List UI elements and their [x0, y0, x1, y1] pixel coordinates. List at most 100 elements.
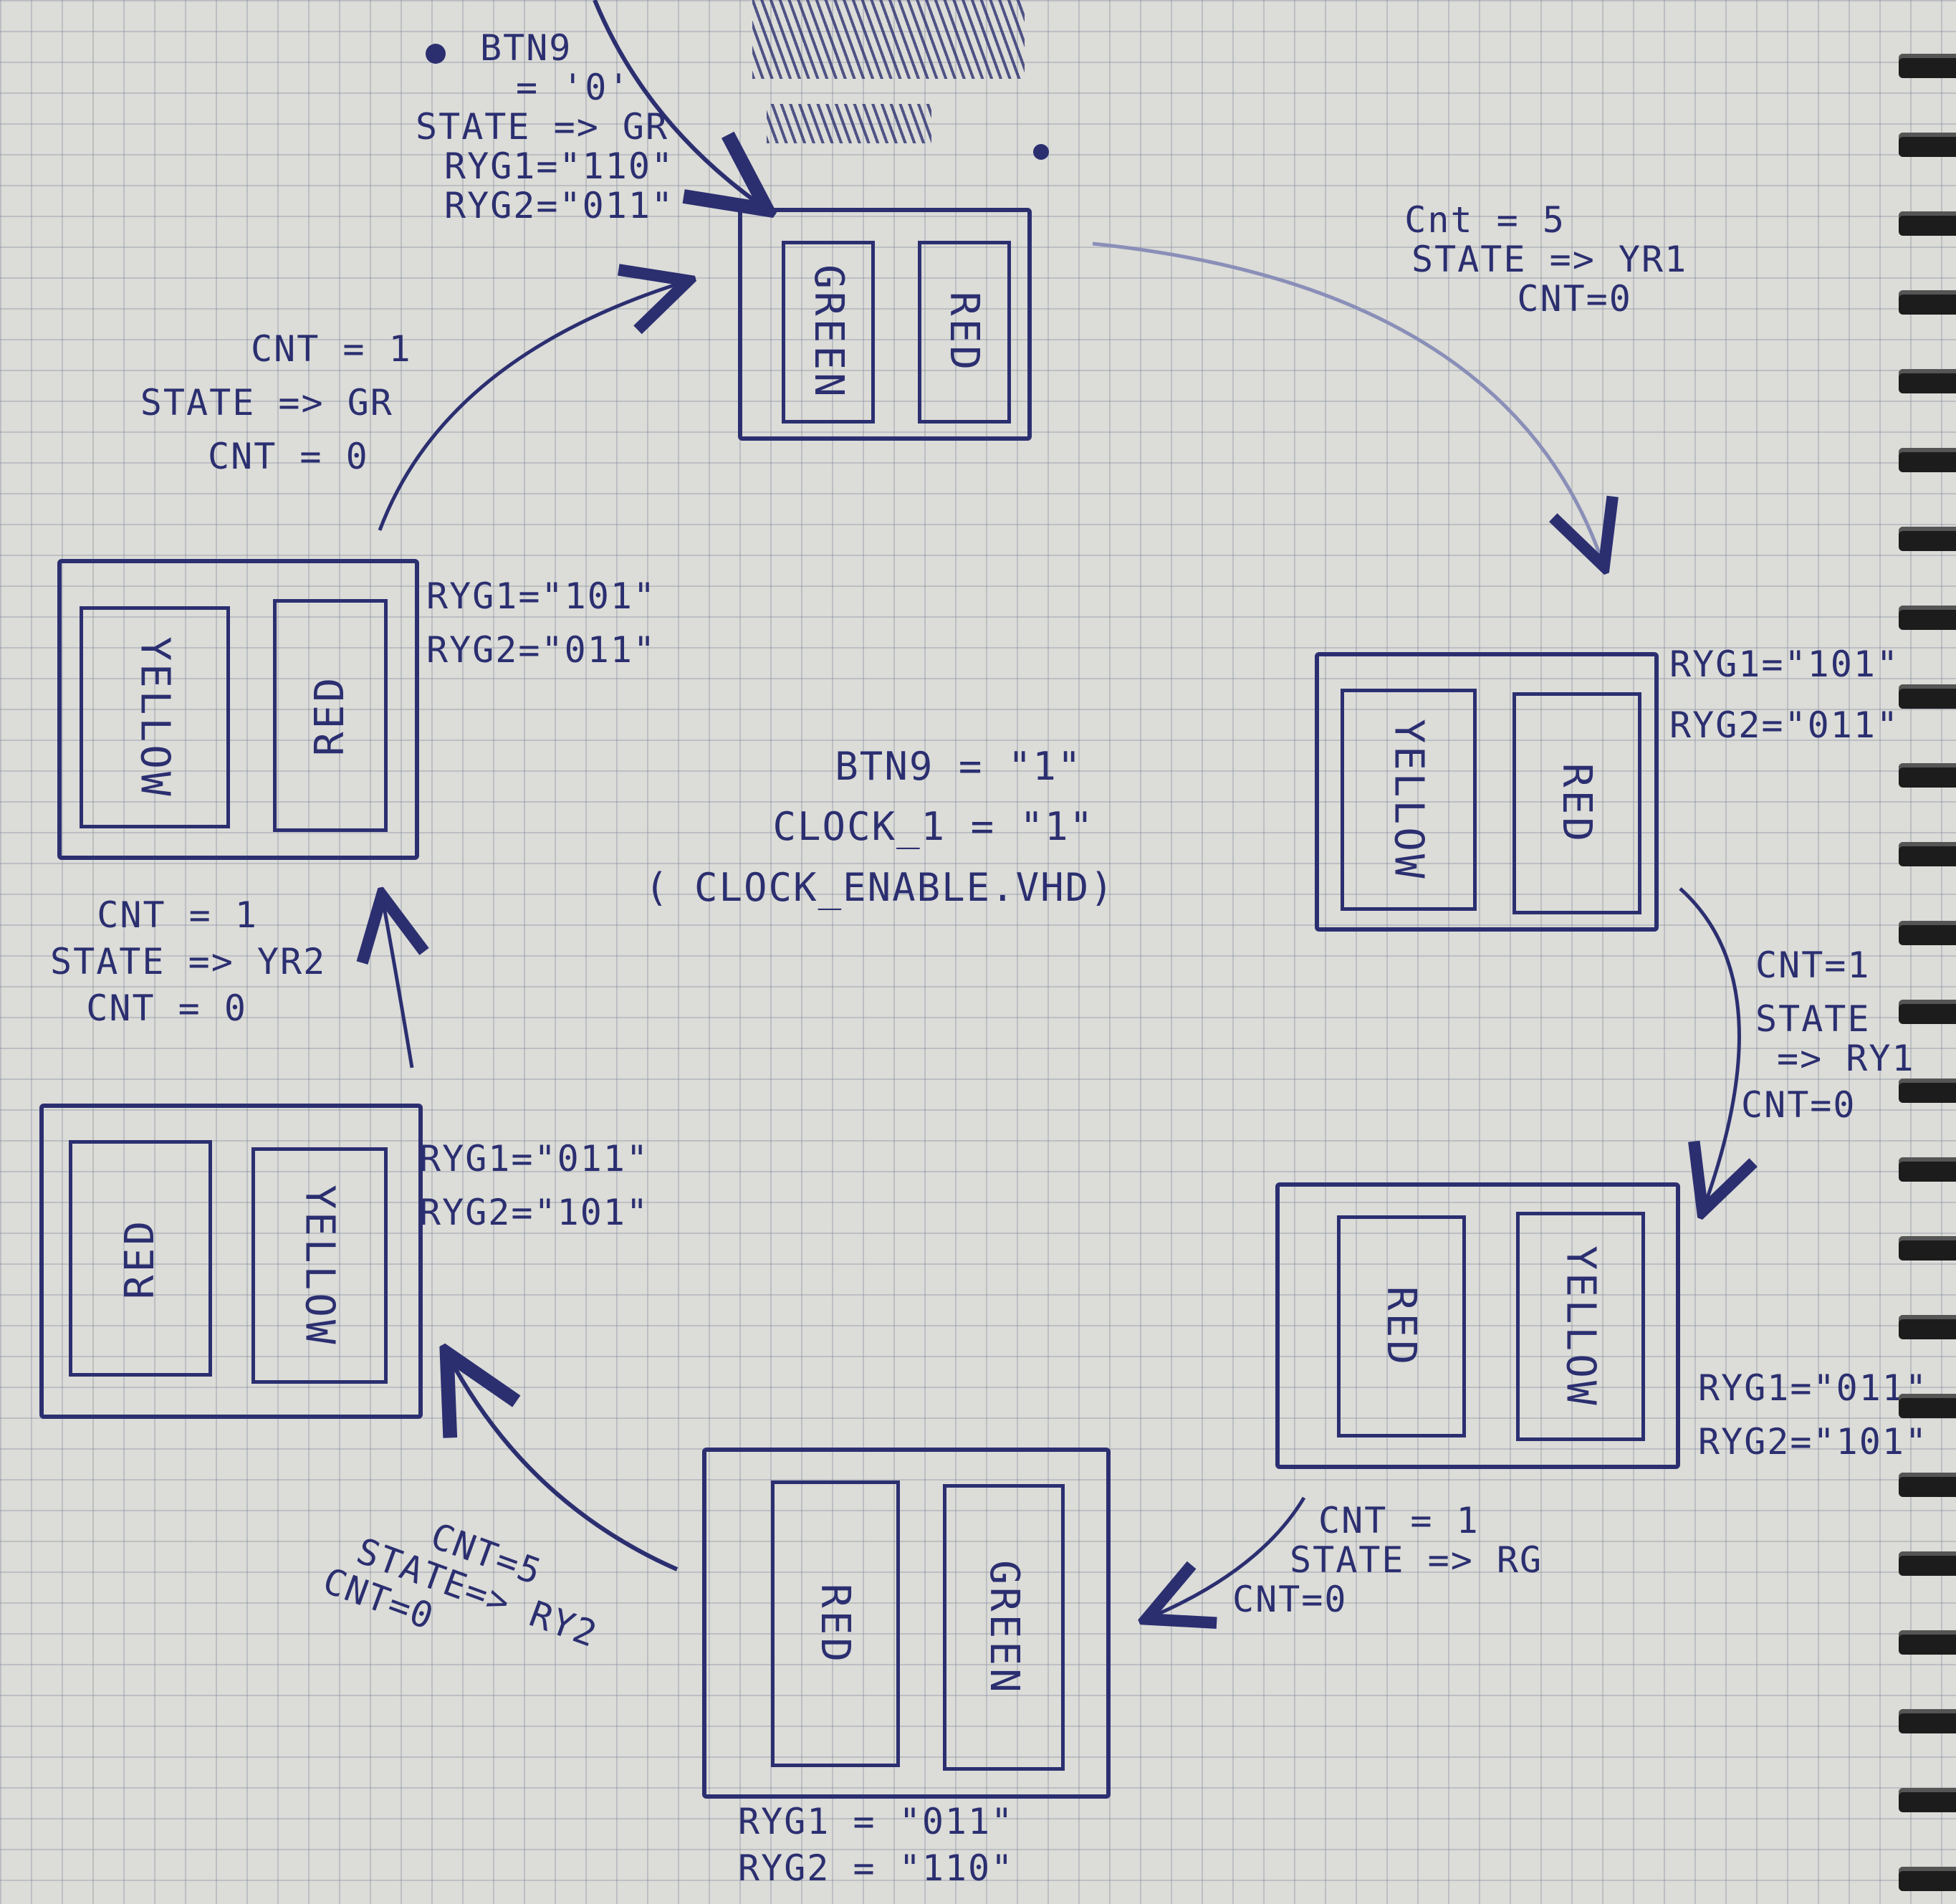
- transition-line: => RY1: [1777, 1038, 1915, 1079]
- lamp-label: YELLOW: [131, 636, 178, 799]
- state-left-lower: RED YELLOW: [39, 1104, 423, 1419]
- binding-ring: [1899, 1867, 1956, 1891]
- transition-line: CNT=0: [1232, 1579, 1348, 1620]
- lamp-red: RED: [273, 599, 388, 832]
- binding-ring: [1899, 842, 1956, 866]
- binding-ring: [1899, 1709, 1956, 1733]
- transition-line: CNT = 1: [251, 328, 412, 370]
- binding-ring: [1899, 133, 1956, 157]
- lamp-label: RED: [117, 1217, 164, 1299]
- binding-ring: [1899, 54, 1956, 78]
- scribble-crossout: [767, 104, 931, 143]
- lamp-label: YELLOW: [1557, 1245, 1604, 1408]
- lamp-label: YELLOW: [296, 1184, 343, 1347]
- entry-note: BTN9 = '0' STATE => GR RYG1="110" RYG2="…: [416, 29, 674, 226]
- lamp-label: GREEN: [980, 1559, 1027, 1695]
- scribble-top: [752, 0, 1025, 79]
- arrow-left-lower-to-left-upper: [383, 903, 412, 1068]
- transition-line: CNT=0: [1517, 278, 1632, 320]
- transition-line: CNT = 1: [1318, 1500, 1480, 1541]
- output-ryg2: RYG2="101": [1698, 1421, 1929, 1463]
- output-ryg2: RYG2="011": [426, 629, 657, 671]
- state-top: GREEN RED: [738, 208, 1032, 441]
- arrow-entry: [593, 0, 759, 204]
- arrow-right-upper-to-right-lower: [1679, 887, 1739, 1204]
- lamp-label: RED: [307, 674, 354, 757]
- binding-ring: [1899, 1315, 1956, 1339]
- ink-dot-2: [426, 44, 446, 64]
- binding-ring: [1899, 448, 1956, 472]
- transition-right-upper-to-right-lower: CNT=1 STATE => RY1 CNT=0: [1741, 944, 1915, 1125]
- output-ryg2: RYG2="101": [419, 1192, 650, 1233]
- outputs-left-lower: RYG1="011" RYG2="101": [419, 1139, 649, 1233]
- transition-right-lower-to-bottom: CNT = 1 STATE => RG CNT=0: [1232, 1501, 1543, 1620]
- lamp-green: GREEN: [943, 1484, 1065, 1771]
- state-bottom: RED GREEN: [702, 1448, 1111, 1799]
- lamp-green: GREEN: [782, 241, 875, 424]
- binding-ring: [1899, 211, 1956, 236]
- spiral-binding: [1892, 0, 1956, 1904]
- state-right-upper: YELLOW RED: [1315, 652, 1659, 932]
- lamp-label: YELLOW: [1385, 718, 1432, 881]
- transition-line: STATE => YR2: [50, 941, 327, 982]
- binding-ring: [1899, 1236, 1956, 1260]
- binding-ring: [1899, 763, 1956, 788]
- lamp-red: RED: [69, 1140, 212, 1377]
- center-note-line3: ( CLOCK_ENABLE.VHD): [645, 864, 1115, 910]
- lamp-red: RED: [918, 241, 1011, 424]
- lamp-label: RED: [812, 1583, 859, 1665]
- lamp-label: GREEN: [805, 264, 852, 400]
- binding-ring: [1899, 921, 1956, 945]
- transition-line: STATE => YR1: [1411, 239, 1688, 280]
- binding-ring: [1899, 1788, 1956, 1812]
- binding-ring: [1899, 290, 1956, 315]
- output-ryg1: RYG1="011": [419, 1138, 650, 1180]
- lamp-label: RED: [941, 291, 988, 373]
- binding-ring: [1899, 1630, 1956, 1655]
- transition-line: STATE => RG: [1290, 1539, 1543, 1581]
- arrow-top-to-right-upper: [1092, 241, 1601, 559]
- transition-line: STATE => GR: [140, 382, 393, 424]
- output-ryg1: RYG1="101": [1669, 644, 1900, 685]
- entry-note-line2: = '0': [516, 67, 631, 108]
- outputs-right-upper: RYG1="101" RYG2="011": [1669, 645, 1899, 745]
- state-left-upper: YELLOW RED: [57, 559, 419, 860]
- lamp-red: RED: [1512, 692, 1641, 914]
- lamp-yellow: YELLOW: [80, 606, 230, 828]
- transition-left-upper-to-top: CNT = 1 STATE => GR CNT = 0: [122, 330, 412, 477]
- binding-ring: [1899, 1000, 1956, 1024]
- transition-line: CNT=1: [1755, 944, 1871, 986]
- lamp-yellow: YELLOW: [251, 1147, 388, 1384]
- state-right-lower: RED YELLOW: [1275, 1182, 1680, 1469]
- center-condition-note: BTN9 = "1" CLOCK_1 = "1" ( CLOCK_ENABLE.…: [645, 745, 1115, 909]
- transition-line: CNT = 1: [97, 894, 258, 936]
- lamp-yellow: YELLOW: [1516, 1212, 1645, 1441]
- arrow-bottom-to-left-lower: [451, 1362, 679, 1571]
- binding-ring: [1899, 684, 1956, 709]
- binding-ring: [1899, 1394, 1956, 1418]
- binding-ring: [1899, 527, 1956, 551]
- output-ryg1: RYG1 = "011": [738, 1801, 1015, 1842]
- binding-ring: [1899, 1157, 1956, 1182]
- transition-top-to-right-upper: Cnt = 5 STATE => YR1 CNT=0: [1283, 201, 1687, 319]
- ink-dot: [1033, 144, 1049, 160]
- transition-left-lower-to-left-upper: CNT = 1 STATE => YR2 CNT = 0: [50, 896, 326, 1028]
- entry-note-line5: RYG2="011": [444, 185, 675, 226]
- outputs-bottom: RYG1 = "011" RYG2 = "110": [738, 1802, 1014, 1888]
- arrow-left-upper-to-top: [378, 283, 681, 531]
- binding-ring: [1899, 369, 1956, 393]
- entry-note-line3: STATE => GR: [416, 106, 669, 148]
- binding-ring: [1899, 1551, 1956, 1576]
- binding-ring: [1899, 1473, 1956, 1497]
- binding-ring: [1899, 606, 1956, 630]
- arrow-right-lower-to-bottom: [1154, 1496, 1306, 1616]
- binding-ring: [1899, 1078, 1956, 1103]
- transition-line: Cnt = 5: [1404, 199, 1566, 241]
- output-ryg1: RYG1="011": [1698, 1367, 1929, 1409]
- lamp-red: RED: [1337, 1215, 1466, 1437]
- transition-line: CNT = 0: [86, 987, 247, 1029]
- entry-note-line4: RYG1="110": [444, 145, 675, 187]
- outputs-right-lower: RYG1="011" RYG2="101": [1698, 1369, 1928, 1462]
- center-note-line2: CLOCK_1 = "1": [772, 804, 1095, 850]
